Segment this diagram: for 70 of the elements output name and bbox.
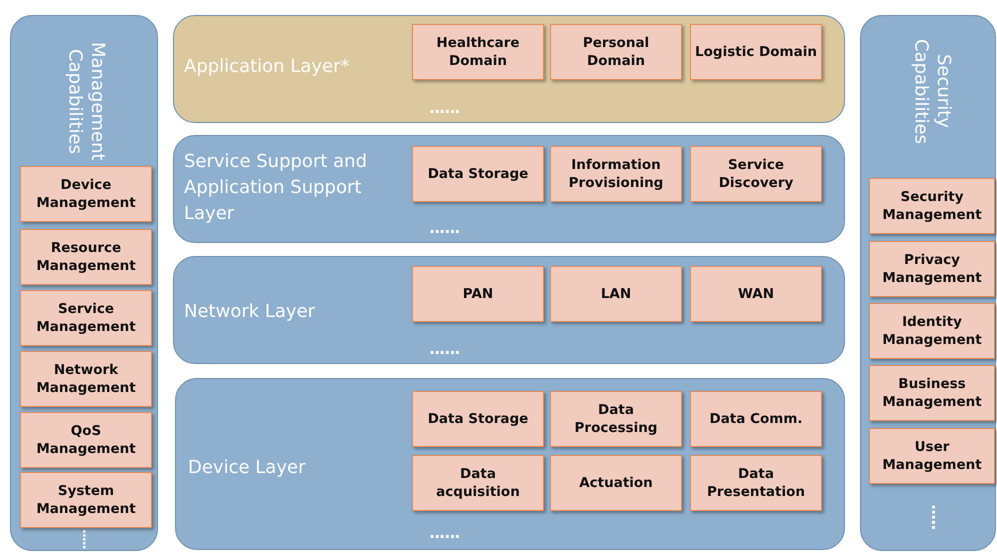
layer-band	[173, 256, 845, 364]
function-box	[690, 24, 822, 80]
layer-title: Service Support and Application Support Layer	[184, 150, 368, 226]
function-box	[690, 455, 822, 511]
ellipsis: ......	[429, 220, 460, 236]
ellipsis: ......	[429, 100, 460, 116]
layer-title: Network Layer	[184, 300, 316, 324]
box-label: Data Comm.	[709, 410, 803, 428]
box-label: User Management	[881, 438, 983, 474]
box-label: Security Management	[881, 188, 983, 224]
function-box	[20, 351, 152, 407]
box-label: Network Management	[35, 360, 137, 398]
box-label: Information Provisioning	[568, 156, 664, 192]
box-label: Device Management	[35, 176, 137, 212]
layer-band	[175, 378, 845, 550]
box-label: PAN	[462, 284, 494, 304]
box-label: Identity Management	[881, 312, 983, 350]
layer-band	[173, 15, 845, 123]
function-box	[20, 290, 152, 346]
function-box	[412, 391, 544, 447]
function-box	[869, 303, 995, 359]
box-label: Service Discovery	[718, 156, 794, 192]
column-title: Management Capabilities	[64, 40, 108, 162]
column-title: Security Capabilities	[910, 38, 954, 146]
function-box	[550, 455, 682, 511]
function-box	[869, 365, 995, 421]
box-label: Logistic Domain	[695, 42, 817, 62]
box-label: Data Storage	[428, 410, 528, 428]
function-box	[412, 24, 544, 80]
box-label: Personal Domain	[582, 34, 650, 70]
function-box	[20, 472, 152, 528]
function-box	[20, 412, 152, 468]
box-label: Service Management	[35, 300, 137, 336]
box-label: Data Storage	[428, 164, 528, 184]
ellipsis: .....	[931, 504, 945, 530]
box-label: Actuation	[579, 474, 653, 492]
function-box	[20, 229, 152, 285]
function-box	[690, 146, 822, 202]
function-box	[412, 146, 544, 202]
function-box	[20, 166, 152, 222]
capability-column	[10, 15, 158, 551]
function-box	[869, 178, 995, 234]
ellipsis: ......	[429, 341, 460, 357]
box-label: Privacy Management	[881, 250, 983, 288]
layer-title: Device Layer	[188, 456, 306, 480]
function-box	[869, 428, 995, 484]
function-box	[869, 241, 995, 297]
box-label: System Management	[35, 482, 137, 518]
function-box	[690, 266, 822, 322]
function-box	[412, 266, 544, 322]
box-label: WAN	[738, 284, 774, 304]
layer-title: Application Layer*	[184, 55, 350, 79]
box-label: Data Processing	[574, 400, 658, 438]
function-box	[550, 146, 682, 202]
box-label: LAN	[600, 284, 632, 304]
box-label: Business Management	[881, 374, 983, 412]
function-box	[550, 266, 682, 322]
box-label: Data Presentation	[706, 464, 806, 502]
function-box	[690, 391, 822, 447]
box-label: Healthcare Domain	[435, 34, 521, 70]
box-label: Data acquisition	[435, 464, 521, 502]
box-label: Resource Management	[35, 238, 137, 276]
capability-column	[860, 15, 996, 551]
function-box	[550, 24, 682, 80]
layer-band	[173, 135, 845, 243]
ellipsis: .....	[79, 529, 93, 549]
function-box	[412, 455, 544, 511]
function-box	[550, 391, 682, 447]
ellipsis: ......	[429, 525, 460, 541]
box-label: QoS Management	[35, 422, 137, 458]
